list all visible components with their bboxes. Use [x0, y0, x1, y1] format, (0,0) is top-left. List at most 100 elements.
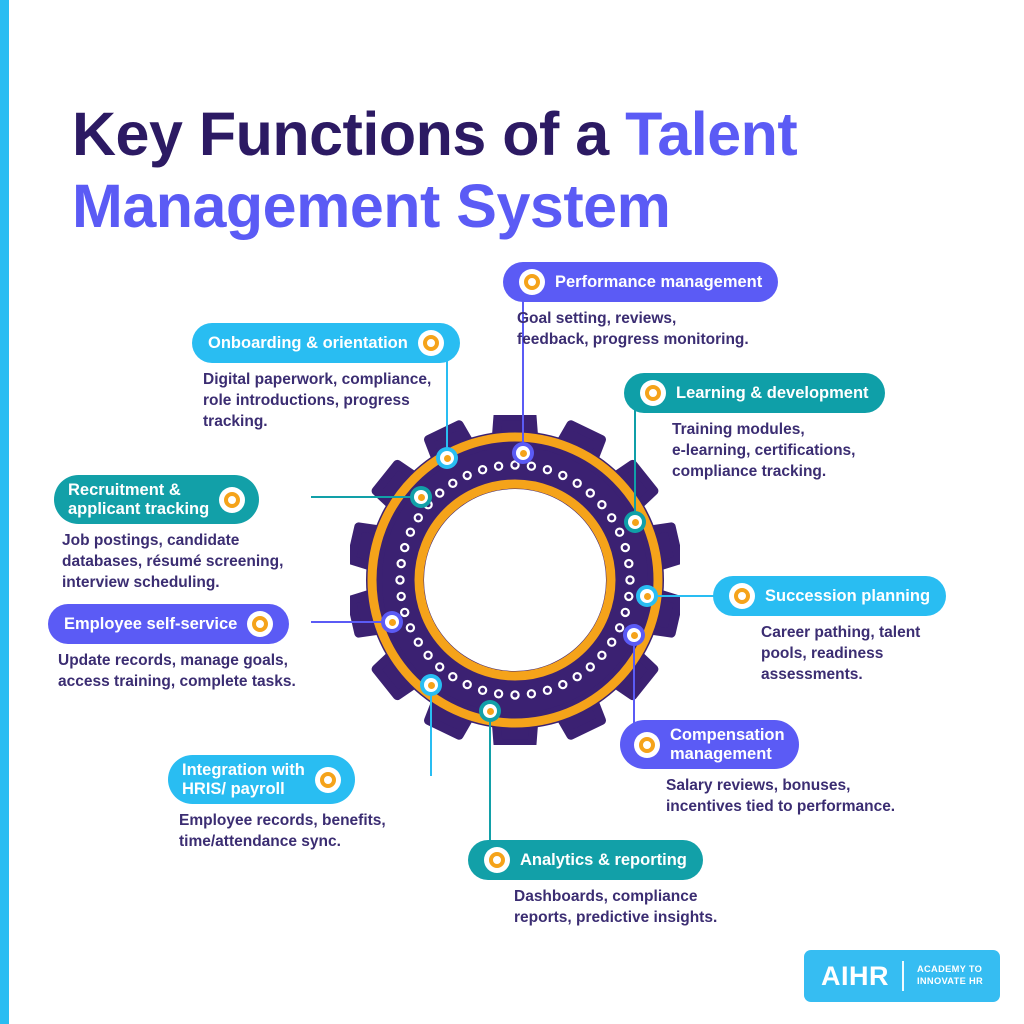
logo-divider: [902, 961, 905, 991]
gear-dot: [405, 527, 416, 537]
node-learning-development[interactable]: [624, 511, 646, 533]
gear-hub: [424, 489, 606, 671]
node-analytics-reporting[interactable]: [479, 700, 501, 722]
callout-description: Salary reviews, bonuses, incentives tied…: [666, 777, 896, 816]
node-core: [427, 681, 435, 689]
gear-dot-ring: [395, 460, 635, 700]
node-ring: [424, 678, 438, 692]
gear-dot: [413, 637, 424, 647]
gear-dot: [572, 478, 582, 489]
left-edge-stripe: [0, 0, 9, 1024]
gear-dot: [493, 461, 504, 471]
gear-dot: [624, 558, 634, 569]
connector-succession-planning: [646, 595, 733, 597]
node-ring: [627, 628, 641, 642]
ring-icon: [634, 731, 660, 758]
ring-icon: [729, 583, 755, 609]
ring-icon: [484, 847, 510, 873]
node-onboarding-orientation[interactable]: [436, 447, 458, 469]
pill-onboarding-orientation[interactable]: Onboarding & orientation: [192, 323, 460, 363]
gear-dot: [400, 607, 410, 618]
gear-dot: [423, 650, 433, 660]
pill-recruitment-applicant-tracking[interactable]: Recruitment & applicant tracking: [54, 475, 260, 525]
callout-description: Dashboards, compliance reports, predicti…: [514, 888, 718, 926]
callout-employee-self-service: Employee self-service Update records, ma…: [48, 604, 338, 693]
aihr-logo[interactable]: AIHR ACADEMY TO INNOVATE HR: [804, 950, 1000, 1002]
gear-dot: [413, 513, 424, 523]
node-core: [643, 592, 651, 600]
pill-integration-hris-payroll[interactable]: Integration with HRIS/ payroll: [168, 755, 355, 805]
gear-dot: [558, 470, 568, 481]
pill-label: Compensation management: [670, 726, 785, 763]
gear-dot: [396, 558, 406, 569]
node-ring: [385, 615, 399, 629]
node-compensation-management[interactable]: [623, 624, 645, 646]
pill-performance-management[interactable]: Performance management: [503, 262, 779, 302]
pill-employee-self-service[interactable]: Employee self-service: [48, 604, 290, 644]
pill-analytics-reporting[interactable]: Analytics & reporting: [468, 840, 703, 880]
gear-dot: [448, 478, 458, 489]
node-recruitment-applicant-tracking[interactable]: [410, 486, 432, 508]
gear-dot: [434, 488, 445, 498]
node-integration-hris-payroll[interactable]: [420, 674, 442, 696]
node-ring: [628, 515, 642, 529]
callout-performance-management: Performance management Goal setting, rev…: [503, 262, 833, 351]
connector-performance-management: [522, 298, 524, 452]
callout-analytics-reporting: Analytics & reporting Dashboards, compli…: [468, 840, 768, 929]
node-employee-self-service[interactable]: [381, 611, 403, 633]
connector-integration-hris-payroll: [430, 684, 432, 776]
gear-inner-orange-ring: [414, 479, 616, 681]
node-performance-management[interactable]: [512, 442, 534, 464]
gear-graphic: [350, 415, 680, 745]
gear-dot: [558, 679, 568, 690]
gear-dot: [607, 637, 617, 647]
title-line2-accent: Management System: [72, 171, 671, 240]
pill-label: Employee self-service: [64, 614, 238, 633]
gear-dot: [448, 672, 458, 682]
ring-icon: [247, 611, 274, 637]
ring-icon: [519, 269, 545, 295]
gear-dot: [572, 672, 582, 682]
gear-dot: [620, 542, 630, 553]
gear-dot: [462, 470, 472, 481]
gear-dot: [395, 575, 405, 585]
pill-label: Succession planning: [765, 586, 931, 605]
node-ring: [414, 490, 428, 504]
node-ring: [640, 589, 654, 603]
pill-label: Recruitment & applicant tracking: [68, 481, 210, 518]
gear-outer-orange-ring: [367, 432, 663, 728]
node-core: [631, 518, 639, 526]
node-core: [519, 449, 527, 457]
callout-description: Goal setting, reviews, feedback, progres…: [517, 310, 749, 348]
callout-recruitment-applicant-tracking: Recruitment & applicant tracking Job pos…: [54, 475, 344, 594]
connector-learning-development: [634, 408, 636, 521]
title-line1-accent: Talent: [625, 99, 798, 168]
connector-recruitment-applicant-tracking: [311, 496, 420, 498]
ring-icon: [640, 380, 666, 406]
gear-dot: [585, 662, 595, 672]
pill-learning-development[interactable]: Learning & development: [624, 373, 885, 413]
gear-dot: [607, 513, 617, 523]
gear-dot: [510, 690, 520, 700]
node-ring: [483, 704, 497, 718]
gear-dot: [405, 623, 416, 633]
node-succession-planning[interactable]: [636, 585, 658, 607]
gear-dot: [597, 650, 607, 660]
connector-onboarding-orientation: [446, 358, 448, 457]
callout-onboarding-orientation: Onboarding & orientation Digital paperwo…: [192, 323, 492, 432]
pill-label: Performance management: [555, 272, 763, 291]
callout-compensation-management: Compensation management Salary reviews, …: [620, 720, 920, 818]
pill-compensation-management[interactable]: Compensation management: [620, 720, 799, 770]
callout-description: Update records, manage goals, access tra…: [58, 652, 296, 690]
connector-employee-self-service: [311, 621, 391, 623]
ring-icon: [219, 486, 246, 513]
node-ring: [440, 451, 454, 465]
title-line1-dark: Key Functions of a: [72, 99, 626, 168]
node-core: [388, 618, 396, 626]
logo-tagline: ACADEMY TO INNOVATE HR: [917, 964, 983, 986]
node-core: [630, 631, 638, 639]
pill-succession-planning[interactable]: Succession planning: [713, 576, 947, 616]
callout-description: Training modules, e-learning, certificat…: [672, 421, 856, 480]
pill-label: Analytics & reporting: [520, 850, 687, 869]
